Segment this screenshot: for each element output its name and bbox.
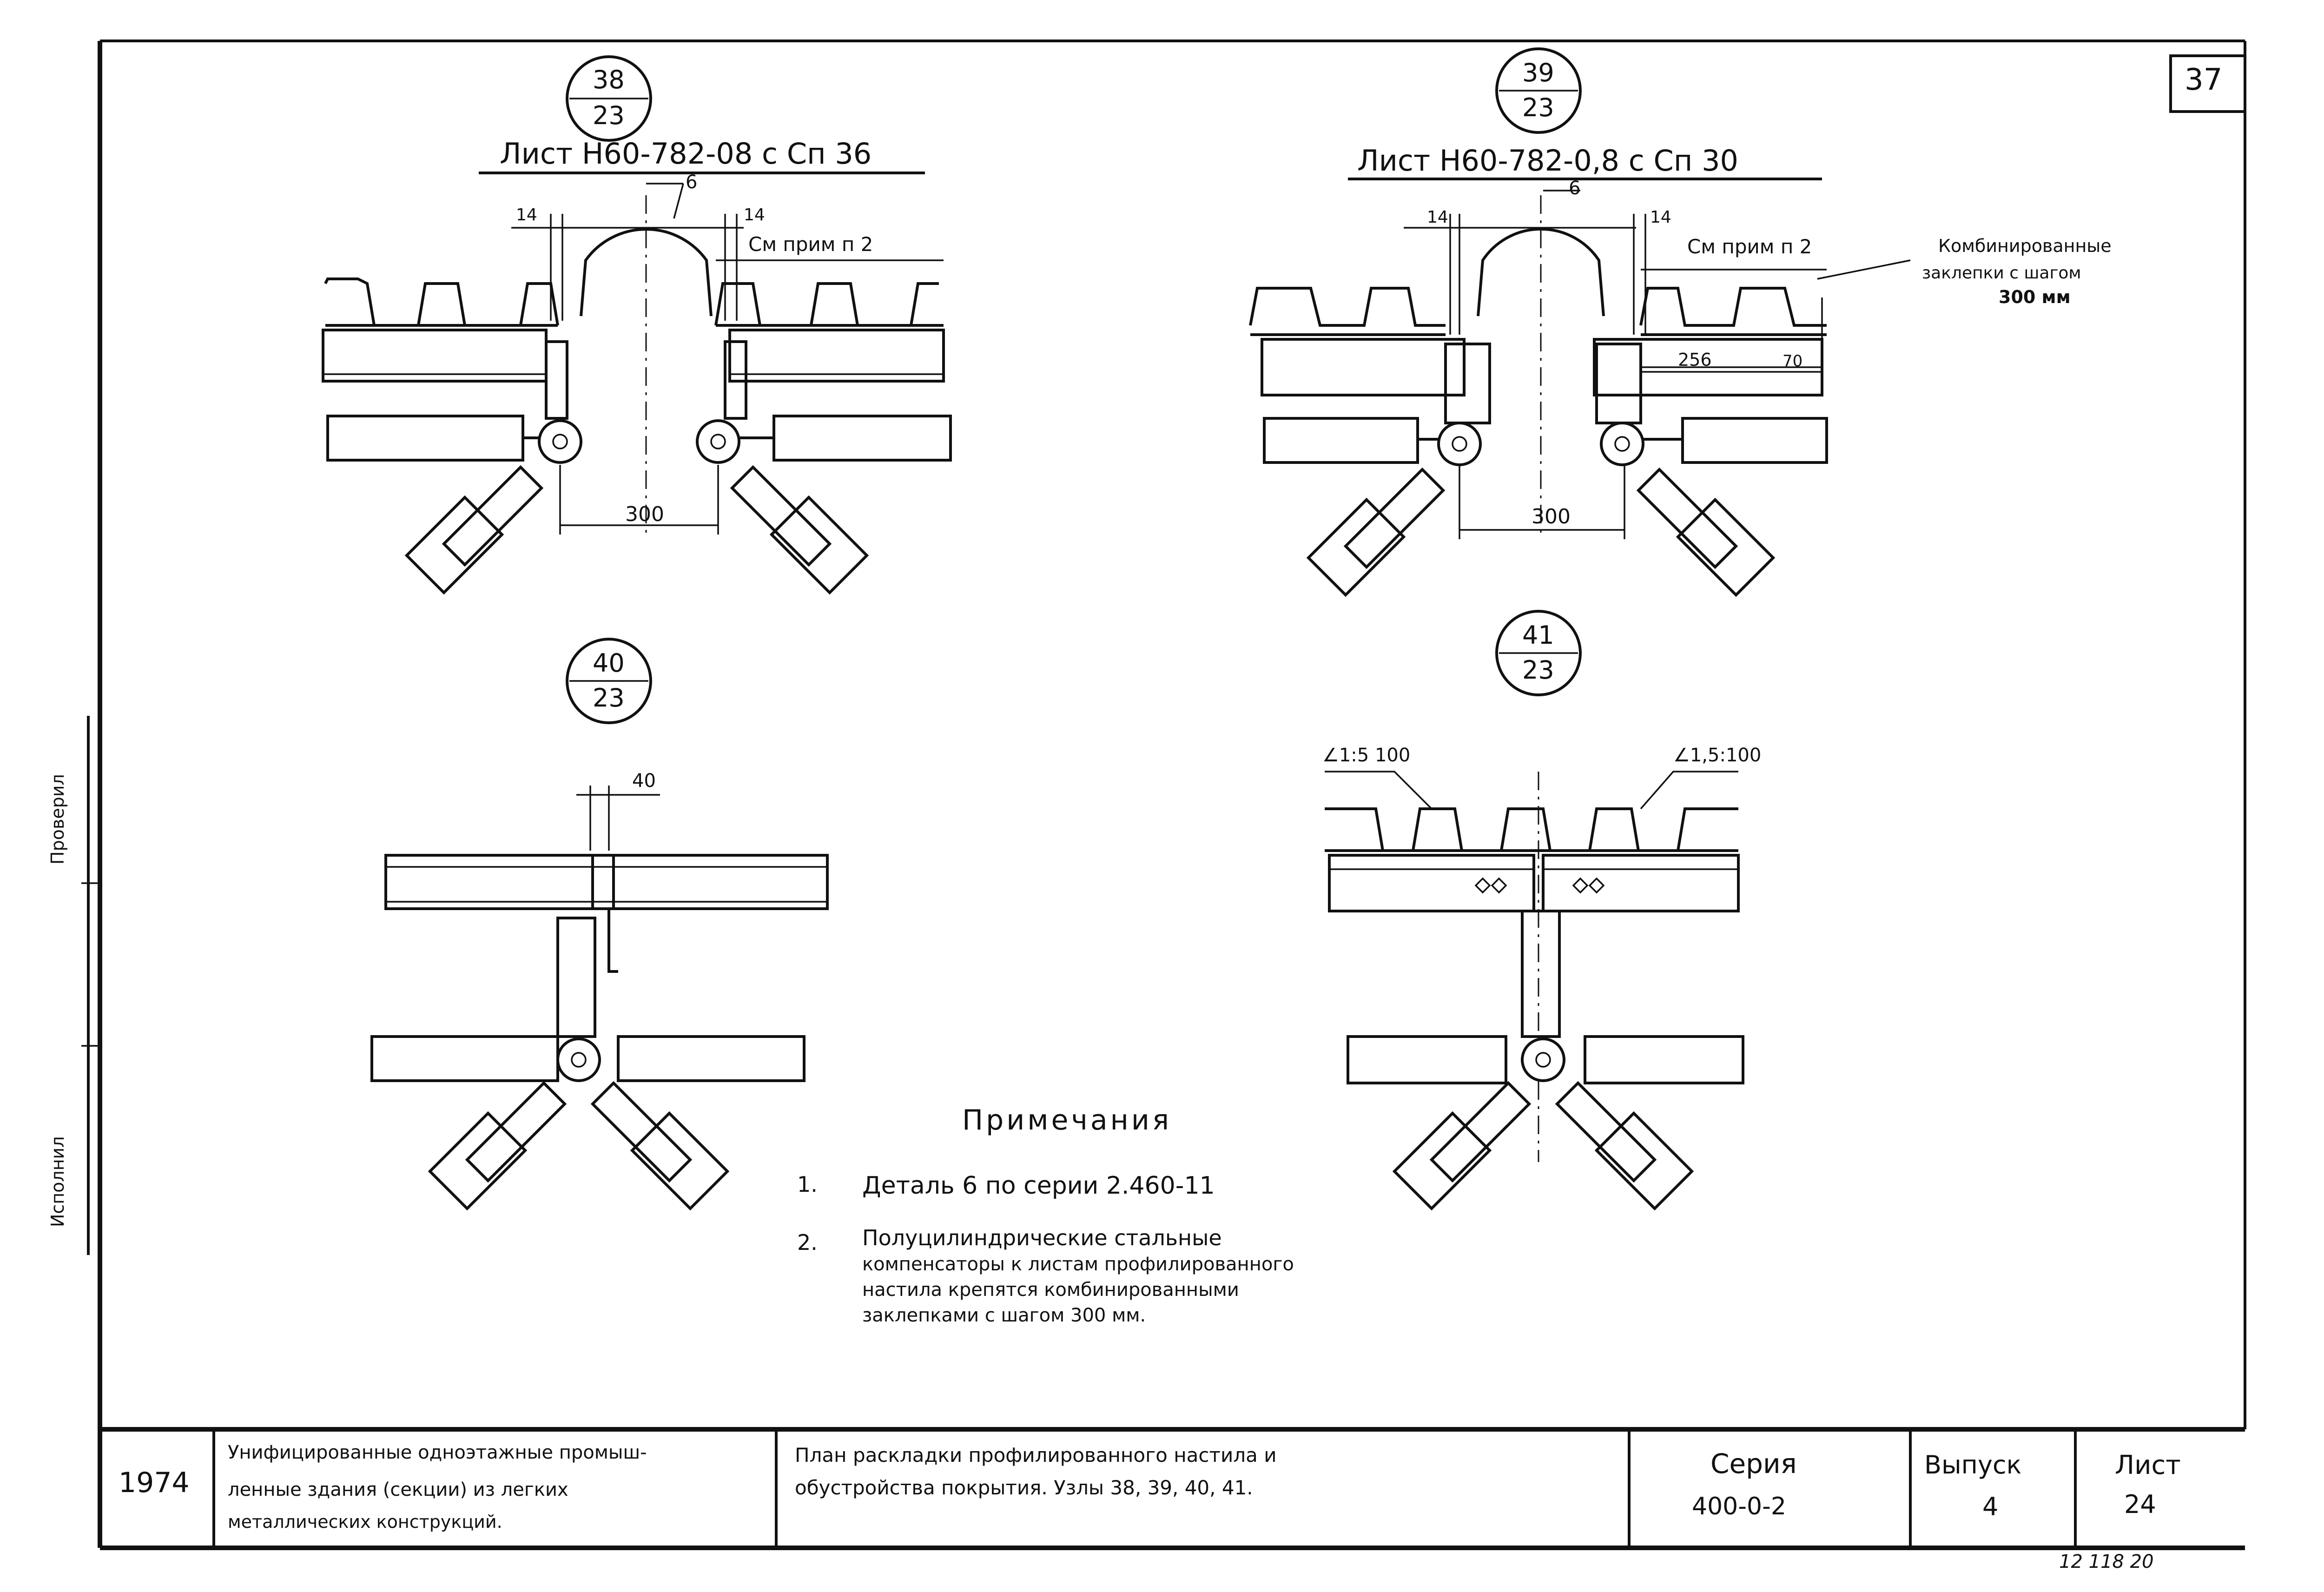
- detail-40-number: 40: [593, 648, 625, 678]
- title-year: 1974: [119, 1466, 190, 1499]
- sheet-corner-number: 37: [2185, 63, 2223, 97]
- detail-40-dim: 40: [632, 770, 656, 792]
- detail-40-sheet-ref: 23: [593, 683, 625, 713]
- margin-label-checked: Проверил: [47, 774, 68, 865]
- detail-39-span: 300: [1532, 505, 1571, 528]
- sheet-title-line-1: План раскладки профилированного настила …: [795, 1444, 1277, 1466]
- title-desc-line-2: ленные здания (секции) из легких: [228, 1479, 568, 1500]
- detail-39-number: 39: [1522, 58, 1554, 87]
- note-1-line-1: Деталь 6 по серии 2.460-11: [862, 1172, 1215, 1200]
- detail-39-note-ref: См прим п 2: [1687, 235, 1812, 258]
- series-label: Серия: [1710, 1448, 1797, 1480]
- detail-39-dim-right: 14: [1650, 208, 1671, 227]
- detail-40-drawing: [370, 638, 829, 1211]
- note-2-line-3: настила крепятся комбинированными: [862, 1279, 1239, 1301]
- note-2-line-1: Полуцилиндрические стальные: [862, 1225, 1222, 1250]
- notes-heading: Примечания: [962, 1104, 1172, 1136]
- detail-39-drawing: [1249, 47, 1911, 597]
- note-2-line-2: компенсаторы к листам профилированного: [862, 1254, 1294, 1275]
- issue-label: Выпуск: [1924, 1450, 2022, 1480]
- detail-41-drawing: [1325, 610, 1744, 1211]
- detail-38-dim-right: 14: [744, 205, 765, 225]
- rivet-note-line-1: Комбинированные: [1938, 236, 2112, 256]
- detail-38-span: 300: [625, 502, 664, 526]
- detail-38-drawing: [322, 55, 952, 595]
- rivet-note-line-2: заклепки с шагом: [1922, 264, 2081, 283]
- title-desc-line-1: Унифицированные одноэтажные промыш-: [228, 1442, 647, 1463]
- detail-39-dim-256: 256: [1678, 350, 1712, 370]
- note-2-line-4: заклепками с шагом 300 мм.: [862, 1305, 1146, 1326]
- detail-38-part-label: 6: [686, 172, 698, 193]
- detail-41-sheet-ref: 23: [1522, 655, 1554, 685]
- sheet-label: Лист: [2115, 1450, 2181, 1480]
- detail-39-part-label: 6: [1569, 178, 1581, 199]
- sheet-title-line-2: обустройства покрытия. Узлы 38, 39, 40, …: [795, 1476, 1253, 1499]
- detail-38-note-ref: См прим п 2: [748, 233, 873, 256]
- bottom-stamp: 12 118 20: [2059, 1551, 2154, 1572]
- note-1-number: 1.: [797, 1172, 818, 1197]
- series-value: 400-0-2: [1692, 1493, 1786, 1520]
- issue-value: 4: [1982, 1492, 1999, 1521]
- detail-39-dim-70: 70: [1783, 352, 1803, 370]
- detail-41-number: 41: [1522, 621, 1554, 650]
- title-block-frame: [100, 1427, 2245, 1548]
- sheet-value: 24: [2124, 1490, 2156, 1519]
- detail-41-slope-left: ∠1:5 100: [1322, 745, 1411, 766]
- detail-39-title: Лист Н60-782-0,8 с Сп 30: [1357, 144, 1738, 178]
- sheet-frame: [81, 40, 2246, 1550]
- detail-38-number: 38: [593, 65, 625, 94]
- detail-38-title: Лист Н60-782-08 с Сп 36: [500, 137, 872, 171]
- detail-38-dim-left: 14: [516, 205, 537, 225]
- title-desc-line-3: металлических конструкций.: [228, 1512, 502, 1532]
- margin-label-executed: Исполнил: [47, 1136, 68, 1227]
- detail-38-sheet-ref: 23: [593, 101, 625, 130]
- note-2-number: 2.: [797, 1230, 818, 1255]
- rivet-note-line-3: 300 мм: [1999, 287, 2071, 307]
- detail-39-dim-left: 14: [1427, 208, 1448, 227]
- detail-39-sheet-ref: 23: [1522, 93, 1554, 122]
- detail-41-slope-right: ∠1,5:100: [1673, 745, 1762, 766]
